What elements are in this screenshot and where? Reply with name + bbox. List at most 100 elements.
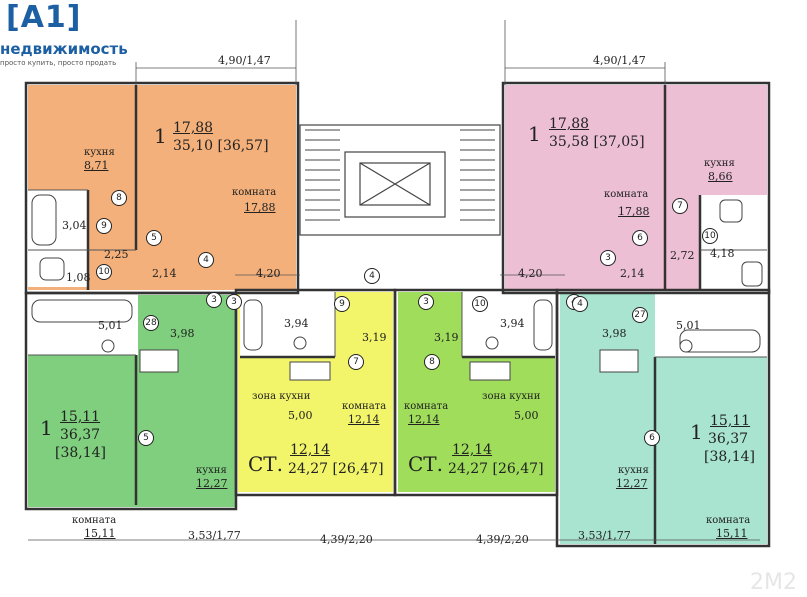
watermark: 2M2 [750,570,797,595]
apt-sr-hall: 3,19 [434,331,459,344]
apt-sr-total: 24,27 [26,47] [448,461,544,477]
apt-sl-zone: 5,00 [288,409,313,422]
brand-logo: [A1] [6,0,82,35]
marker-28: 28 [143,315,159,331]
apt-tl-corr: 2,14 [152,267,177,280]
apt-sl-living: 12,14 [290,442,331,458]
apt-sr-zone-label: зона кухни [482,391,541,402]
marker-3-right: 3 [600,250,616,266]
apt-bl-kitchen: 12,27 [196,477,228,490]
apt-br-hall: 3,98 [602,327,627,340]
walls [24,81,771,548]
apt-bl-room-label: комната [72,515,117,526]
apt-tl-total: 35,10 [36,57] [173,138,269,154]
stair-steps [305,129,495,221]
apt-tr-bath: 2,72 [670,249,695,262]
apt-tl-room-label: комната [232,187,277,198]
apt-tr-rooms: 1 [528,122,541,146]
apt-sl-type: СТ. [248,452,283,476]
dimension-lines [28,20,760,541]
stairwell [299,124,501,236]
apt-bl-bath: 5,01 [98,319,123,332]
apt-tr-corr: 2,14 [620,267,645,280]
apt-sl-bath: 3,94 [284,317,309,330]
apt-sl-zone-label: зона кухни [252,391,311,402]
marker-3: 3 [206,292,222,308]
apt-tl-kitchen: 8,71 [84,159,109,172]
dim-bottom-1: 3,53/1,77 [188,529,241,542]
dim-top-left: 4,90/1,47 [218,54,271,67]
marker-3-studio: 3 [418,294,434,310]
apt-tl-bath: 3,04 [62,219,87,232]
apt-tr-kitchen-label: кухня [704,158,735,169]
apt-tl-room: 17,88 [244,201,276,214]
apt-tr-room: 17,88 [618,205,650,218]
apt-br-room: 15,11 [716,527,748,540]
marker-10: 10 [96,264,112,280]
apt-br-total: 36,37 [708,431,749,447]
apt-br-kitchen: 12,27 [616,477,648,490]
apt-sl-hall: 3,19 [362,331,387,344]
apt-tr-living: 17,88 [549,116,590,132]
apt-tr-kitchen: 8,66 [708,170,733,183]
dim-bottom-2: 4,39/2,20 [320,533,373,546]
dim-mid-left: 4,20 [256,267,281,280]
apt-tr-room-label: комната [604,189,649,200]
apt-bl-kitchen-label: кухня [196,465,227,476]
apt-sl-total: 24,27 [26,47] [288,461,384,477]
apt-sr-type: СТ. [408,452,443,476]
apartment-top-right[interactable] [505,85,767,290]
marker-7-studio: 7 [348,354,364,370]
apt-bl-total2: [38,14] [55,445,107,461]
apt-br-rooms: 1 [690,420,703,444]
marker-5: 5 [146,230,162,246]
apt-sr-bath: 3,94 [500,317,525,330]
marker-7: 7 [672,198,688,214]
marker-9: 9 [96,218,112,234]
apt-tr-total: 35,58 [37,05] [549,134,645,150]
apt-tl-wc: 1,08 [66,271,91,284]
apt-sr-living: 12,14 [452,442,493,458]
marker-9-studio: 9 [334,296,350,312]
apt-br-bath: 5,01 [676,319,701,332]
apt-sl-room: 12,14 [348,413,380,426]
marker-8-studio: 8 [424,354,440,370]
marker-3-studio-left: 3 [226,294,242,310]
marker-8: 8 [111,190,127,206]
apt-bl-rooms: 1 [40,416,53,440]
marker-5-lower: 5 [138,430,154,446]
brand-slogan: просто купить, просто продать [0,59,117,67]
dim-bottom-4: 3,53/1,77 [578,529,631,542]
brand-wordmark: недвижимость [0,40,128,58]
marker-6: 6 [632,230,648,246]
apt-tl-living: 17,88 [173,120,214,136]
apt-br-living: 15,11 [710,413,751,429]
apt-sr-room: 12,14 [408,413,440,426]
apt-sl-room-label: комната [342,401,387,412]
apt-tl-hall: 2,25 [104,248,129,261]
marker-4-center: 4 [364,268,380,284]
apt-tr-wc: 4,18 [710,247,735,260]
apt-tl-rooms: 1 [154,124,167,148]
marker-27: 27 [632,307,648,323]
apt-br-room-label: комната [706,515,751,526]
marker-4-lower: 4 [572,296,588,312]
apt-tl-kitchen-label: кухня [84,147,115,158]
dim-top-right: 4,90/1,47 [593,54,646,67]
marker-10-studio: 10 [472,296,488,312]
marker-6-lower: 6 [644,430,660,446]
apt-br-total2: [38,14] [704,449,756,465]
apt-bl-total: 36,37 [60,427,101,443]
apartment-top-left[interactable] [28,85,296,290]
apt-sr-room-label: комната [404,401,449,412]
marker-4: 4 [198,252,214,268]
apt-bl-hall: 3,98 [170,327,195,340]
dim-mid-right: 4,20 [518,267,543,280]
marker-10-right: 10 [702,228,718,244]
apt-bl-room: 15,11 [84,527,116,540]
apt-bl-living: 15,11 [60,409,101,425]
apt-sr-zone: 5,00 [514,409,539,422]
fixtures [31,194,763,381]
apt-br-kitchen-label: кухня [618,465,649,476]
